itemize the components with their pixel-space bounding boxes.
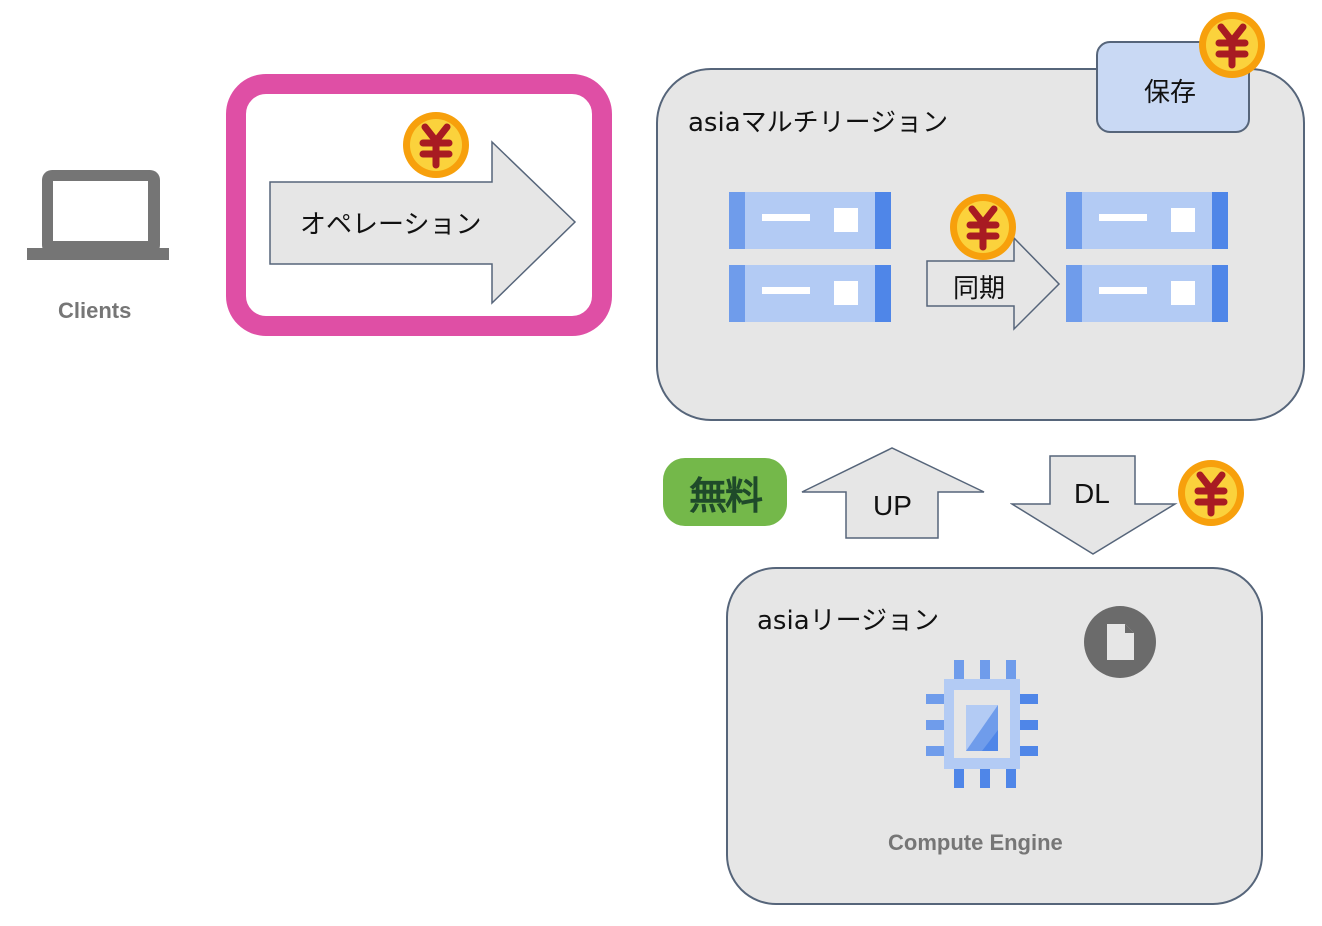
compute-engine-icon [926,660,1038,788]
storage-server-group-replica [1066,192,1228,322]
file-icon [1084,606,1156,678]
operation-label: オペレーション [300,210,482,240]
laptop-icon [27,170,169,260]
free-badge: 無料 [663,458,787,526]
yen-coin-icon [1178,460,1244,526]
upload-arrow [801,447,985,539]
server-icon [1066,265,1228,322]
clients-node: Clients [20,160,180,330]
storage-label: 保存 [1144,78,1197,108]
yen-coin-icon [950,194,1016,260]
multi-region-title: asiaマルチリージョン [688,108,949,138]
server-icon [729,265,891,322]
sync-arrow [926,236,1061,331]
operation-arrow [269,140,577,305]
free-badge-text: 無料 [688,473,763,518]
download-label: DL [1074,478,1110,509]
download-arrow [1010,455,1178,555]
clients-label: Clients [58,298,132,323]
compute-engine-label: Compute Engine [888,830,1063,855]
yen-coin-icon [403,112,469,178]
region-title: asiaリージョン [757,606,940,636]
yen-coin-icon [1199,12,1265,78]
server-icon [1066,192,1228,249]
server-icon [729,192,891,249]
sync-label: 同期 [953,274,1006,304]
storage-server-group-source [729,192,891,322]
upload-label: UP [873,490,912,521]
